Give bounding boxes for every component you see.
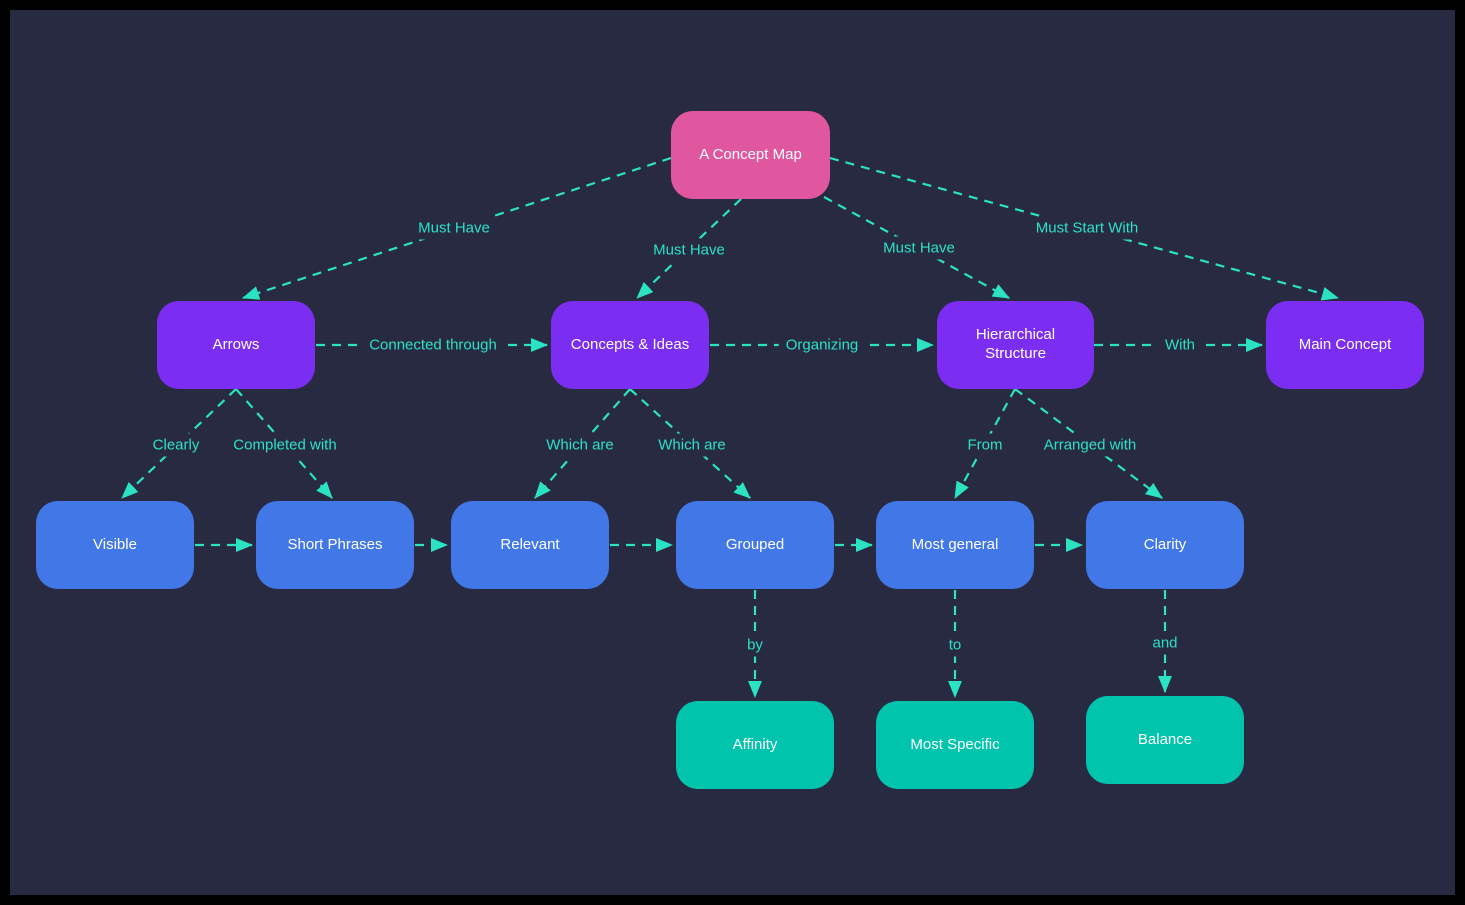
edge-label-which-are-grouped[interactable]: Which are — [651, 433, 733, 457]
edge-label-must-have-hierarchy[interactable]: Must Have — [876, 236, 962, 260]
edge-label-and[interactable]: and — [1145, 631, 1185, 655]
node-short-phrases[interactable]: Short Phrases — [256, 501, 414, 589]
edge-label-completed-with[interactable]: Completed with — [226, 433, 344, 457]
edge-label-from[interactable]: From — [960, 433, 1010, 457]
edge-label-organizing[interactable]: Organizing — [778, 333, 866, 357]
edge-label-clearly[interactable]: Clearly — [145, 433, 207, 457]
node-concept-map[interactable]: A Concept Map — [671, 111, 830, 199]
edge-label-arranged-with[interactable]: Arranged with — [1036, 433, 1144, 457]
edge-label-must-have-concepts[interactable]: Must Have — [646, 238, 732, 262]
edge-label-connected-through[interactable]: Connected through — [362, 333, 504, 357]
node-hierarchical-structure[interactable]: Hierarchical Structure — [937, 301, 1094, 389]
node-clarity[interactable]: Clarity — [1086, 501, 1244, 589]
node-arrows[interactable]: Arrows — [157, 301, 315, 389]
edge-label-by[interactable]: by — [740, 633, 770, 657]
edge-label-must-start-with[interactable]: Must Start With — [1028, 216, 1146, 240]
node-relevant[interactable]: Relevant — [451, 501, 609, 589]
node-main-concept[interactable]: Main Concept — [1266, 301, 1424, 389]
node-balance[interactable]: Balance — [1086, 696, 1244, 784]
node-most-general[interactable]: Most general — [876, 501, 1034, 589]
node-most-specific[interactable]: Most Specific — [876, 701, 1034, 789]
node-concepts-ideas[interactable]: Concepts & Ideas — [551, 301, 709, 389]
node-visible[interactable]: Visible — [36, 501, 194, 589]
edge-label-must-have-arrows[interactable]: Must Have — [411, 216, 497, 240]
edge-label-with[interactable]: With — [1158, 333, 1202, 357]
edge-label-to[interactable]: to — [941, 633, 969, 657]
node-affinity[interactable]: Affinity — [676, 701, 834, 789]
node-grouped[interactable]: Grouped — [676, 501, 834, 589]
edge-label-which-are-relevant[interactable]: Which are — [539, 433, 621, 457]
